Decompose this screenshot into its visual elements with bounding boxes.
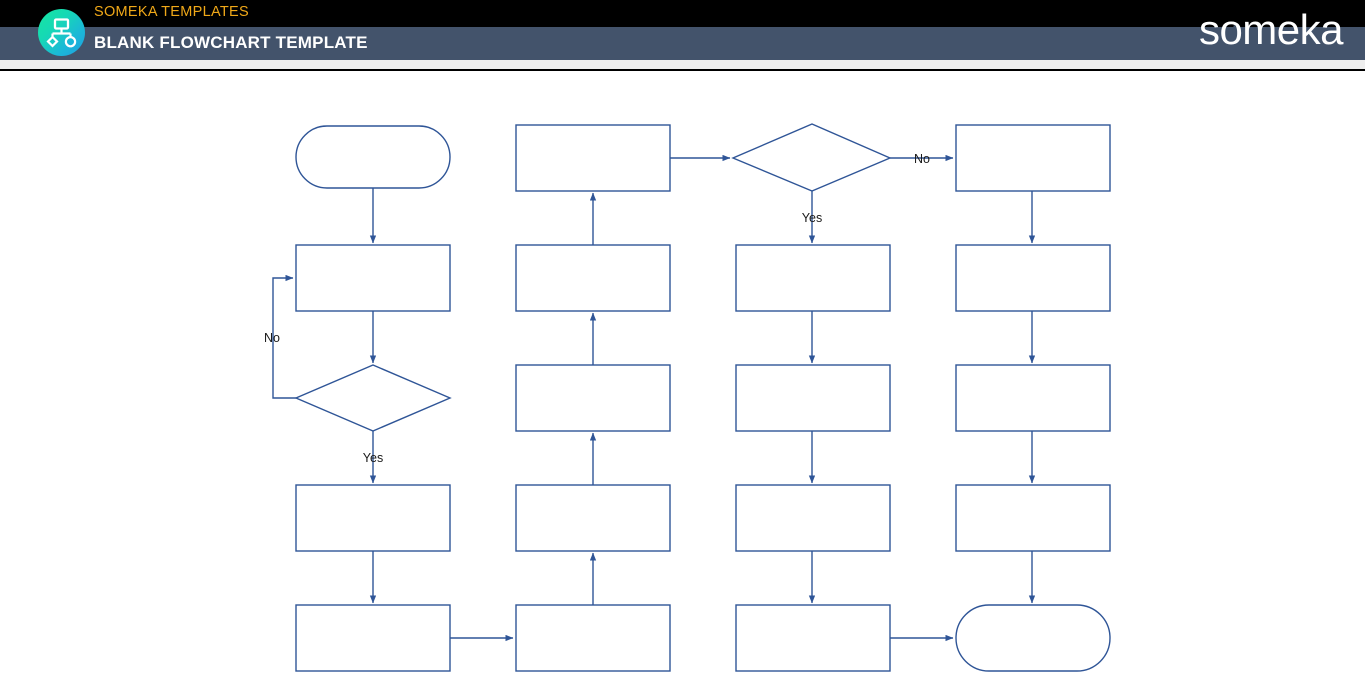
node-c2r1-process[interactable] [515,124,671,192]
bar-chart-icon [1226,25,1236,35]
node-c1r5-process[interactable] [295,604,451,672]
header-divider-line [0,69,1365,71]
top-black-bar [0,0,1365,27]
edge-label-yes-2: Yes [802,211,822,225]
node-c4r4-process[interactable] [955,484,1111,552]
node-c1r1-start-terminal[interactable] [295,125,451,189]
node-c4r1-process[interactable] [955,124,1111,192]
node-c2r3-process[interactable] [515,364,671,432]
node-c1r3-decision[interactable] [294,364,452,432]
node-c1r2-process[interactable] [295,244,451,312]
wordmark-prefix: s [1198,6,1220,53]
flowchart-nodes [294,123,1111,672]
brand-bar [0,27,1365,60]
flowchart-svg: No Yes Yes No [264,123,1111,672]
edge-label-no-2: No [914,152,930,166]
flowchart-canvas: No Yes Yes No [0,71,1365,700]
node-c2r4-process[interactable] [515,484,671,552]
page-title: BLANK FLOWCHART TEMPLATE [94,33,368,52]
edge-c1r3-c1r2-no-loop [272,274,296,399]
node-c2r5-process[interactable] [515,604,671,672]
flowchart-logo-icon [38,9,85,56]
edge-label-yes-1: Yes [363,451,383,465]
node-c4r2-process[interactable] [955,244,1111,312]
node-c2r2-process[interactable] [515,244,671,312]
edge-label-no-1: No [264,331,280,345]
node-c3r1-decision[interactable] [731,123,892,192]
node-c4r3-process[interactable] [955,364,1111,432]
node-c1r4-process[interactable] [295,484,451,552]
flowchart-edge-labels: No Yes Yes No [264,152,930,465]
node-c3r5-process[interactable] [735,604,891,672]
node-c4r5-end-terminal[interactable] [955,604,1111,672]
node-c3r3-process[interactable] [735,364,891,432]
wordmark-suffix: meka [1242,6,1343,53]
node-c3r4-process[interactable] [735,484,891,552]
flowchart-edges [272,154,1036,642]
header-gray-strip [0,60,1365,69]
wordmark-o-letter: o [1219,8,1242,52]
header-eyebrow: SOMEKA TEMPLATES [94,4,249,20]
node-c3r2-process[interactable] [735,244,891,312]
